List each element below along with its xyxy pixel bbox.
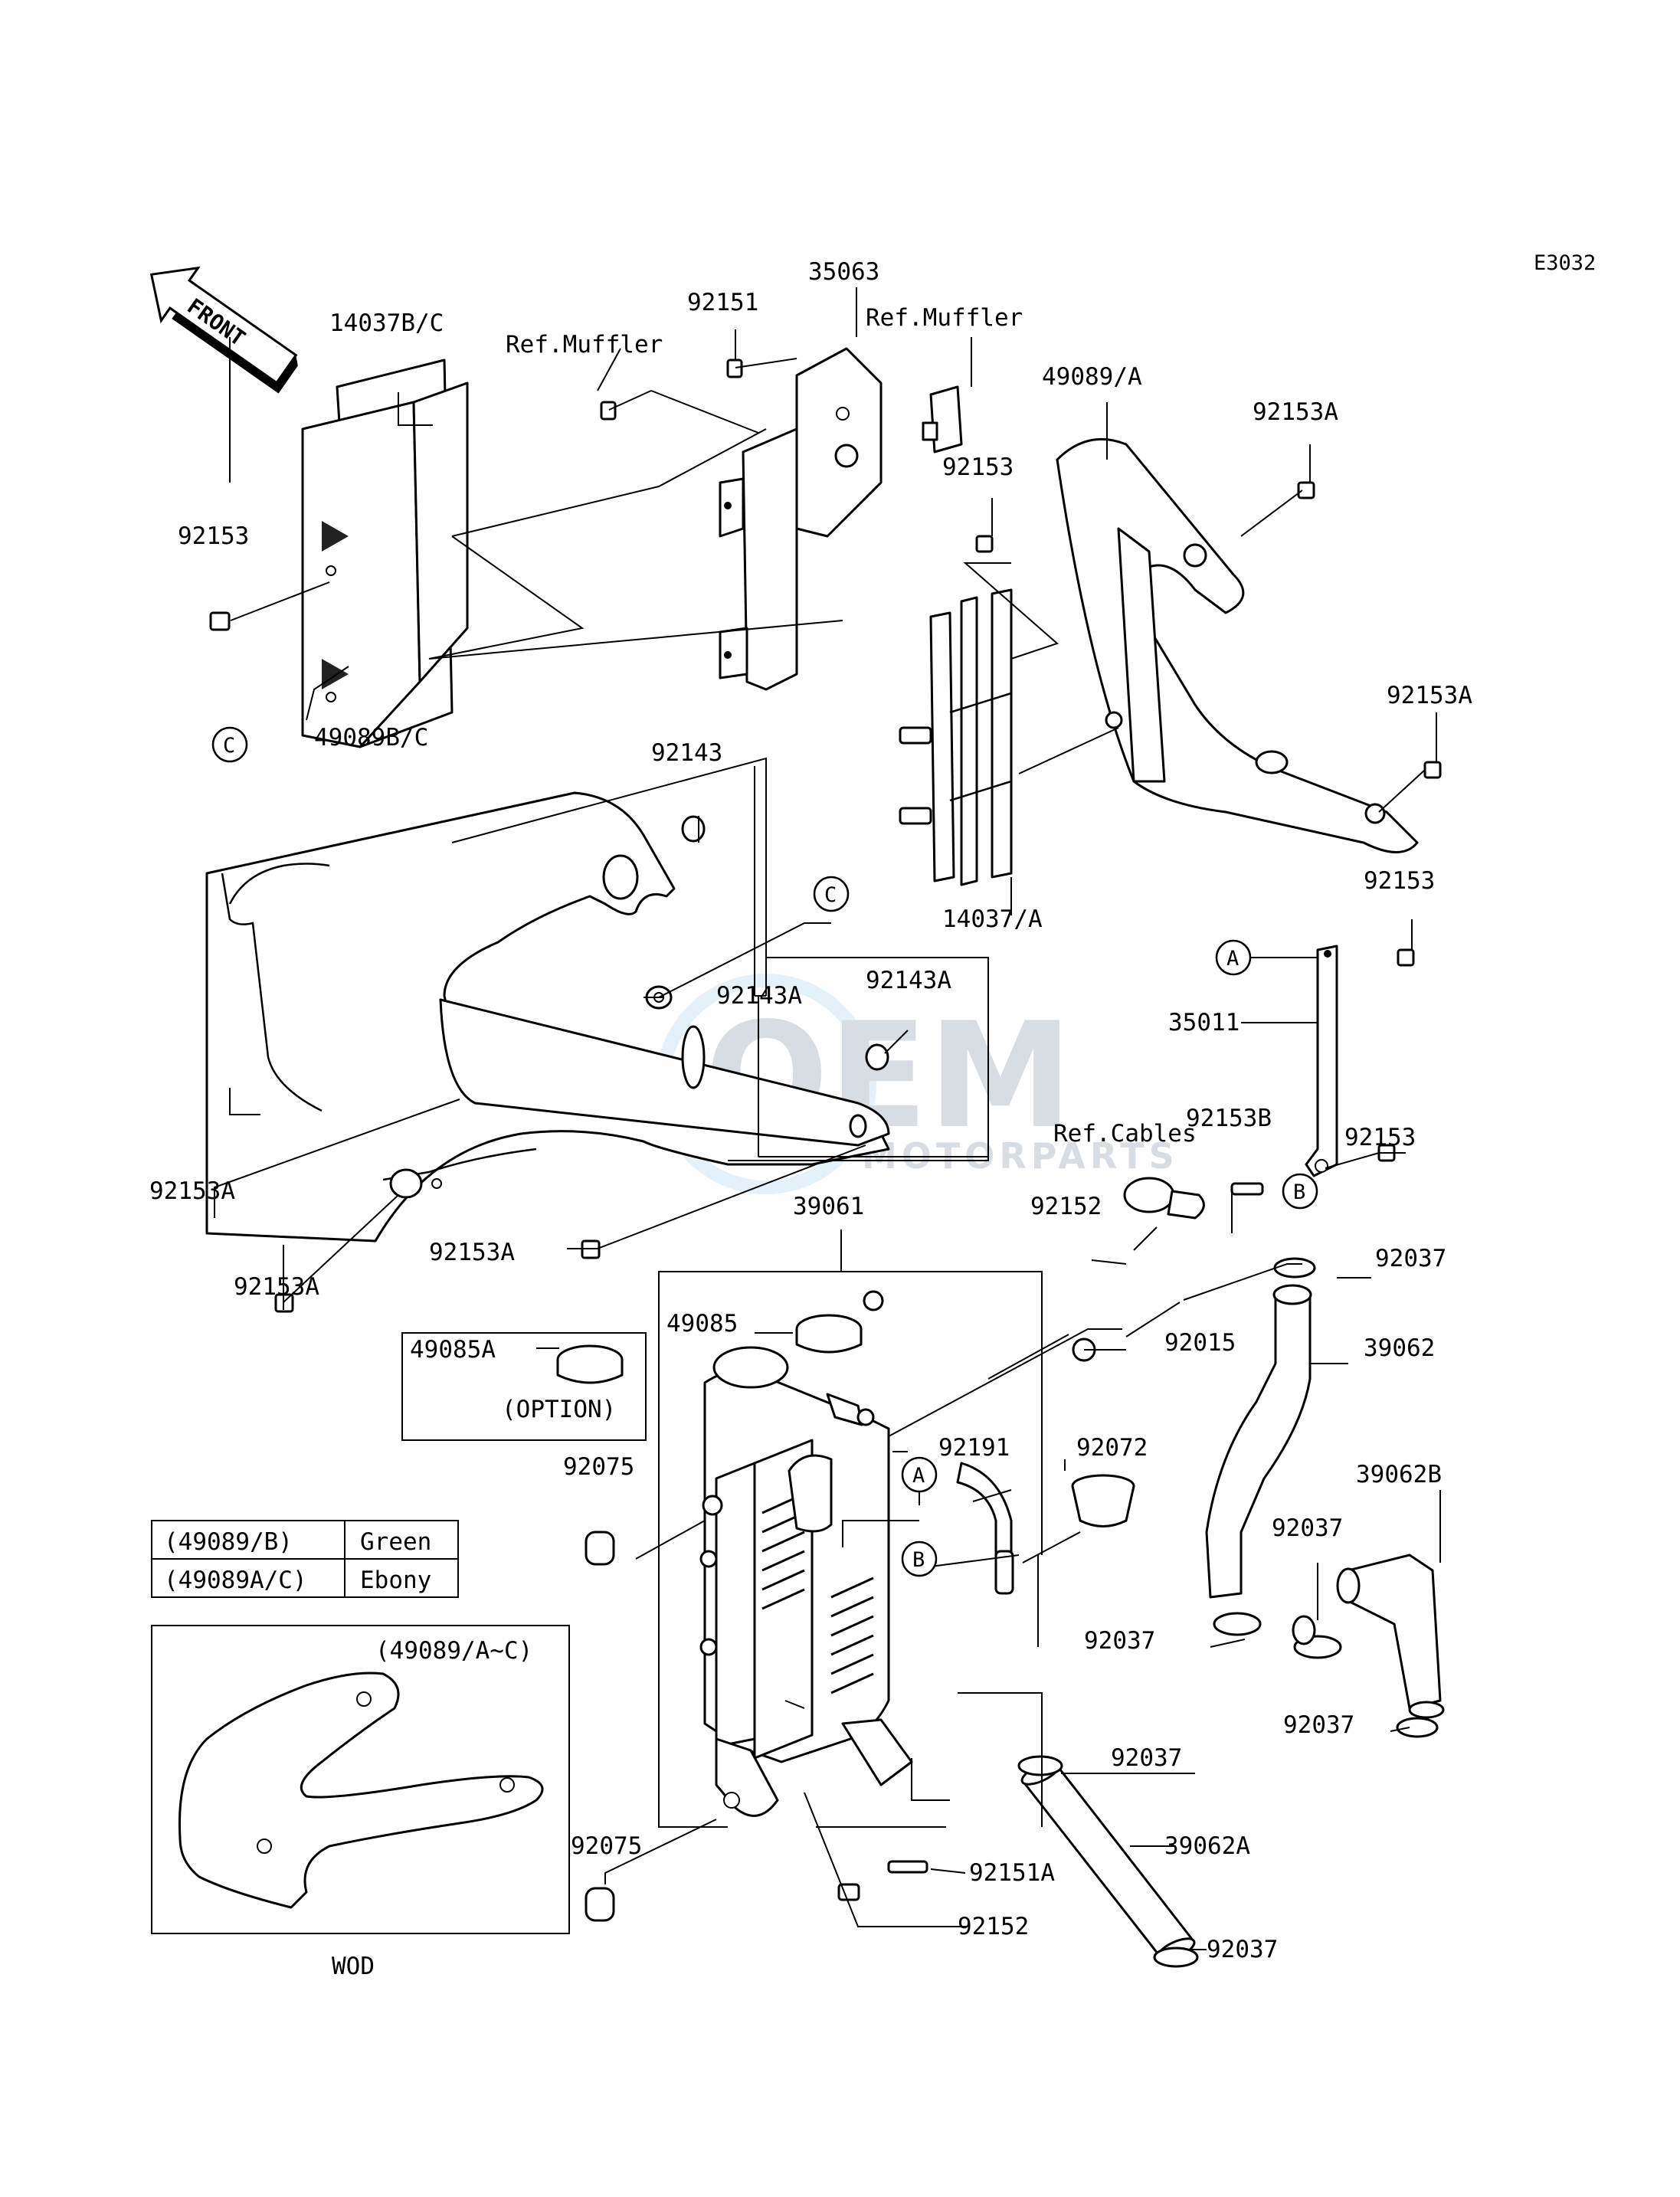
hose-92191 bbox=[956, 1462, 1014, 1595]
label-92153a-l2: 92153A bbox=[234, 1273, 319, 1301]
label-92037-3: 92037 bbox=[1084, 1627, 1155, 1655]
label-92037-5: 92037 bbox=[1111, 1744, 1182, 1772]
stay-35011 bbox=[1305, 945, 1338, 1177]
callout-a-1: A bbox=[1215, 939, 1252, 976]
label-wod: WOD bbox=[332, 1953, 375, 1980]
label-39062: 39062 bbox=[1364, 1334, 1435, 1362]
cable-clamp bbox=[1123, 1177, 1205, 1220]
label-39061: 39061 bbox=[793, 1193, 864, 1220]
label-92153-left: 92153 bbox=[178, 522, 249, 550]
wod-inset: (49089/A~C) bbox=[151, 1625, 570, 1934]
color-table-part-2: (49089A/C) bbox=[164, 1567, 307, 1594]
label-39062b: 39062B bbox=[1356, 1461, 1442, 1488]
radiator-bracket-35063 bbox=[719, 347, 883, 691]
label-49089a: 49089/A bbox=[1042, 363, 1142, 391]
inset-range-label: (49089/A~C) bbox=[375, 1637, 532, 1665]
label-ref-cables: Ref.Cables bbox=[1053, 1120, 1197, 1148]
svg-text:B: B bbox=[912, 1548, 925, 1572]
label-92153a-bot: 92153A bbox=[429, 1239, 515, 1266]
option-box bbox=[401, 1332, 647, 1441]
color-table-color-1: Green bbox=[360, 1528, 431, 1556]
label-92143a-2: 92143A bbox=[866, 967, 951, 994]
callout-c-1: C bbox=[211, 726, 248, 763]
label-option: (OPTION) bbox=[502, 1396, 616, 1423]
label-92037-6: 92037 bbox=[1207, 1936, 1278, 1963]
label-92037-4: 92037 bbox=[1283, 1711, 1354, 1739]
label-92151a: 92151A bbox=[969, 1859, 1055, 1887]
radiator-shroud-49089a bbox=[1056, 437, 1419, 853]
label-92153b: 92153B bbox=[1186, 1105, 1272, 1132]
radiator-39061 bbox=[699, 1346, 913, 1817]
svg-text:C: C bbox=[223, 734, 235, 758]
callout-markers: C C A B A B bbox=[211, 726, 1318, 1577]
leader-lines bbox=[214, 287, 1441, 1950]
color-table: (49089/B) Green (49089A/C) Ebony bbox=[151, 1520, 459, 1598]
label-92072: 92072 bbox=[1076, 1434, 1148, 1462]
label-92153-mid: 92153 bbox=[942, 453, 1014, 481]
label-92151-top: 92151 bbox=[687, 289, 758, 316]
callout-a-2: A bbox=[901, 1456, 938, 1493]
label-92075-top: 92075 bbox=[563, 1453, 634, 1481]
hose-39062 bbox=[1205, 1284, 1312, 1599]
label-35063: 35063 bbox=[808, 258, 879, 286]
label-92153a-top: 92153A bbox=[1253, 398, 1338, 426]
label-ref-muffler-2: Ref.Muffler bbox=[866, 304, 1023, 332]
svg-text:A: A bbox=[912, 1464, 925, 1488]
label-14037bc: 14037B/C bbox=[329, 309, 444, 337]
label-92015: 92015 bbox=[1164, 1329, 1236, 1357]
radiator-cap-49085 bbox=[795, 1314, 863, 1354]
label-92152-top: 92152 bbox=[1030, 1193, 1102, 1220]
svg-text:B: B bbox=[1293, 1180, 1305, 1204]
callout-b-2: B bbox=[901, 1541, 938, 1577]
label-92037-2: 92037 bbox=[1272, 1514, 1343, 1542]
label-14037a: 14037/A bbox=[942, 905, 1043, 933]
label-92075-bot: 92075 bbox=[571, 1832, 642, 1860]
label-92143: 92143 bbox=[651, 739, 722, 767]
label-92153a-l1: 92153A bbox=[149, 1177, 235, 1205]
label-35011: 35011 bbox=[1168, 1009, 1240, 1036]
label-92152-bot: 92152 bbox=[958, 1913, 1029, 1940]
radiator-shroud-14037bc bbox=[301, 359, 469, 748]
radiator-cap-49085a bbox=[556, 1344, 624, 1384]
shroud-49089bc-box bbox=[451, 757, 989, 1161]
label-49085: 49085 bbox=[666, 1310, 738, 1338]
hose-39062b bbox=[1336, 1554, 1445, 1719]
label-92191: 92191 bbox=[938, 1434, 1010, 1462]
clamp-92072 bbox=[1071, 1474, 1135, 1527]
part-labels: 14037B/C Ref.Muffler 92151 35063 Ref.Muf… bbox=[149, 258, 1472, 1980]
color-table-color-2: Ebony bbox=[360, 1567, 431, 1594]
label-92037-1: 92037 bbox=[1375, 1245, 1446, 1272]
label-49089bc: 49089B/C bbox=[314, 724, 428, 751]
grommet-icons bbox=[585, 815, 1096, 1922]
svg-text:A: A bbox=[1226, 947, 1239, 971]
svg-text:C: C bbox=[824, 883, 837, 907]
callout-c-2: C bbox=[813, 876, 850, 912]
label-92153-r2: 92153 bbox=[1344, 1124, 1416, 1151]
diagram-code: E3032 bbox=[1534, 251, 1596, 275]
label-49085a: 49085A bbox=[410, 1336, 496, 1364]
color-table-part-1: (49089/B) bbox=[164, 1528, 293, 1556]
label-92153a-right: 92153A bbox=[1387, 682, 1472, 709]
callout-b-1: B bbox=[1282, 1173, 1318, 1210]
muffler-mount bbox=[922, 385, 963, 453]
label-ref-muffler-1: Ref.Muffler bbox=[506, 331, 663, 359]
label-39062a: 39062A bbox=[1164, 1832, 1250, 1860]
radiator-guard-14037a bbox=[899, 588, 1013, 886]
front-arrow-icon: FRONT bbox=[149, 266, 298, 394]
label-92153-r1: 92153 bbox=[1364, 867, 1435, 895]
label-92143a-1: 92143A bbox=[716, 982, 802, 1010]
